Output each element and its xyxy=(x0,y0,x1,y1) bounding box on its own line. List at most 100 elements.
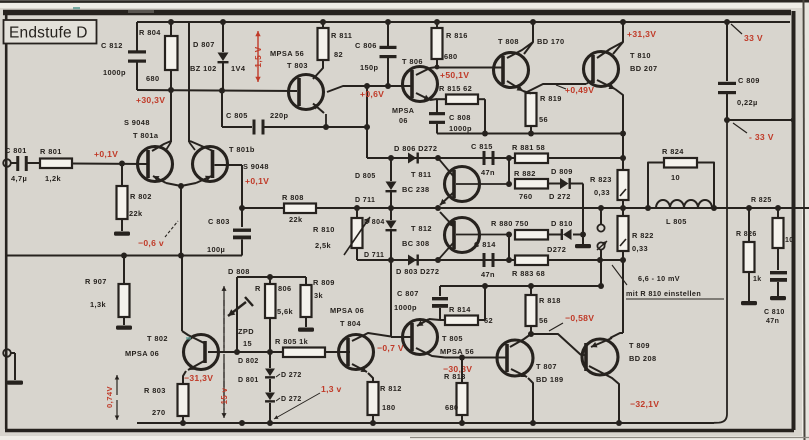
svg-text:D272: D272 xyxy=(547,245,566,254)
svg-text:+0,6V: +0,6V xyxy=(360,89,384,99)
svg-text:D 805: D 805 xyxy=(355,173,376,180)
svg-text:1,2k: 1,2k xyxy=(45,174,61,183)
svg-text:R 823: R 823 xyxy=(590,175,612,184)
svg-text:47n: 47n xyxy=(481,168,495,177)
svg-text:MPSA: MPSA xyxy=(392,106,414,115)
svg-text:+30,3V: +30,3V xyxy=(136,95,165,105)
svg-text:R 813: R 813 xyxy=(444,372,466,381)
svg-text:22k: 22k xyxy=(289,215,303,224)
svg-text:L 805: L 805 xyxy=(666,217,687,226)
svg-text:D 802: D 802 xyxy=(238,358,259,365)
svg-text:1k: 1k xyxy=(753,276,762,283)
svg-text:1,3k: 1,3k xyxy=(90,300,106,309)
svg-text:BC 238: BC 238 xyxy=(402,185,429,194)
svg-text:1000p: 1000p xyxy=(103,68,126,77)
svg-text:T 807: T 807 xyxy=(536,362,557,371)
svg-text:S 9048: S 9048 xyxy=(124,118,150,127)
svg-text:100µ: 100µ xyxy=(207,245,225,254)
svg-text:0,33: 0,33 xyxy=(594,188,610,197)
svg-text:R 822: R 822 xyxy=(632,231,654,240)
svg-text:62: 62 xyxy=(484,316,493,325)
svg-text:R 804: R 804 xyxy=(139,28,161,37)
svg-text:T 806: T 806 xyxy=(402,57,423,66)
svg-text:22k: 22k xyxy=(129,209,143,218)
svg-text:R 816: R 816 xyxy=(446,31,468,40)
svg-text:D 272: D 272 xyxy=(281,372,302,379)
svg-text:680: 680 xyxy=(445,403,459,412)
svg-text:T 810: T 810 xyxy=(630,51,651,60)
svg-text:T 803: T 803 xyxy=(287,61,308,70)
svg-text:680: 680 xyxy=(444,52,458,61)
svg-text:D 801: D 801 xyxy=(238,377,259,384)
svg-text:56: 56 xyxy=(539,316,548,325)
svg-text:T 812: T 812 xyxy=(411,224,432,233)
svg-text:T 805: T 805 xyxy=(442,334,463,343)
svg-text:BZ 102: BZ 102 xyxy=(190,64,217,73)
svg-text:R 803: R 803 xyxy=(144,386,166,395)
svg-text:+0,1V: +0,1V xyxy=(245,176,269,186)
svg-text:T 809: T 809 xyxy=(629,341,650,350)
svg-text:+0,49V: +0,49V xyxy=(565,85,594,95)
svg-text:C 814: C 814 xyxy=(474,240,496,249)
svg-text:D 804: D 804 xyxy=(364,219,385,226)
svg-text:D 810: D 810 xyxy=(551,219,573,228)
svg-text:R 882: R 882 xyxy=(514,169,536,178)
svg-text:C 803: C 803 xyxy=(208,217,230,226)
svg-text:10: 10 xyxy=(785,237,794,244)
svg-text:R: R xyxy=(255,284,261,293)
svg-text:15 v: 15 v xyxy=(220,387,229,404)
svg-text:C 801: C 801 xyxy=(5,146,27,155)
svg-text:R 907: R 907 xyxy=(85,277,107,286)
svg-text:180: 180 xyxy=(382,403,396,412)
svg-text:MPSA 56: MPSA 56 xyxy=(270,49,304,58)
svg-text:+0,1V: +0,1V xyxy=(94,149,118,159)
svg-text:680: 680 xyxy=(146,74,160,83)
svg-text:T 804: T 804 xyxy=(340,319,361,328)
svg-text:C 815: C 815 xyxy=(471,142,493,151)
svg-text:D 808: D 808 xyxy=(228,267,250,276)
svg-text:T 801b: T 801b xyxy=(229,145,255,154)
svg-text:MPSA 06: MPSA 06 xyxy=(125,349,159,358)
svg-text:56: 56 xyxy=(539,115,548,124)
svg-text:R 812: R 812 xyxy=(380,384,402,393)
svg-text:R 825: R 825 xyxy=(751,197,772,204)
svg-text:−31,3V: −31,3V xyxy=(184,373,213,383)
svg-text:0,22µ: 0,22µ xyxy=(737,98,758,107)
svg-text:Endstufe D: Endstufe D xyxy=(9,25,88,42)
svg-text:T 808: T 808 xyxy=(498,37,519,46)
svg-text:C 809: C 809 xyxy=(738,76,760,85)
svg-text:270: 270 xyxy=(152,408,166,417)
svg-text:06: 06 xyxy=(399,116,408,125)
svg-text:C 812: C 812 xyxy=(101,41,123,50)
svg-text:+50,1V: +50,1V xyxy=(440,70,469,80)
svg-text:220p: 220p xyxy=(270,111,289,120)
svg-text:C 807: C 807 xyxy=(397,289,419,298)
svg-text:R 814: R 814 xyxy=(449,305,471,314)
svg-text:D 807: D 807 xyxy=(193,40,215,49)
svg-text:1V4: 1V4 xyxy=(231,64,246,73)
svg-text:D 272: D 272 xyxy=(281,396,302,403)
svg-text:1000p: 1000p xyxy=(449,124,472,133)
svg-text:C 808: C 808 xyxy=(449,113,471,122)
svg-text:D 711: D 711 xyxy=(364,252,384,259)
svg-text:R 824: R 824 xyxy=(662,147,684,156)
svg-text:R 808: R 808 xyxy=(282,193,304,202)
svg-text:−0,58V: −0,58V xyxy=(565,313,594,323)
svg-text:R 810: R 810 xyxy=(313,225,335,234)
svg-text:mit R 810 einstellen: mit R 810 einstellen xyxy=(626,289,701,298)
svg-text:33 V: 33 V xyxy=(744,33,763,43)
svg-text:S 9048: S 9048 xyxy=(243,162,269,171)
svg-text:R 809: R 809 xyxy=(313,278,335,287)
svg-text:−32,1V: −32,1V xyxy=(630,399,659,409)
svg-text:1,5 V: 1,5 V xyxy=(254,46,263,67)
svg-text:1000p: 1000p xyxy=(394,303,417,312)
svg-text:1,3 v: 1,3 v xyxy=(321,384,342,394)
svg-text:R 801: R 801 xyxy=(40,147,62,156)
svg-text:BD 207: BD 207 xyxy=(630,64,657,73)
svg-text:R 815 62: R 815 62 xyxy=(439,84,472,93)
svg-text:0,33: 0,33 xyxy=(632,244,648,253)
svg-text:D 809: D 809 xyxy=(551,167,573,176)
svg-text:47n: 47n xyxy=(481,270,495,279)
svg-text:15: 15 xyxy=(243,339,252,348)
svg-text:+31,3V: +31,3V xyxy=(627,29,656,39)
